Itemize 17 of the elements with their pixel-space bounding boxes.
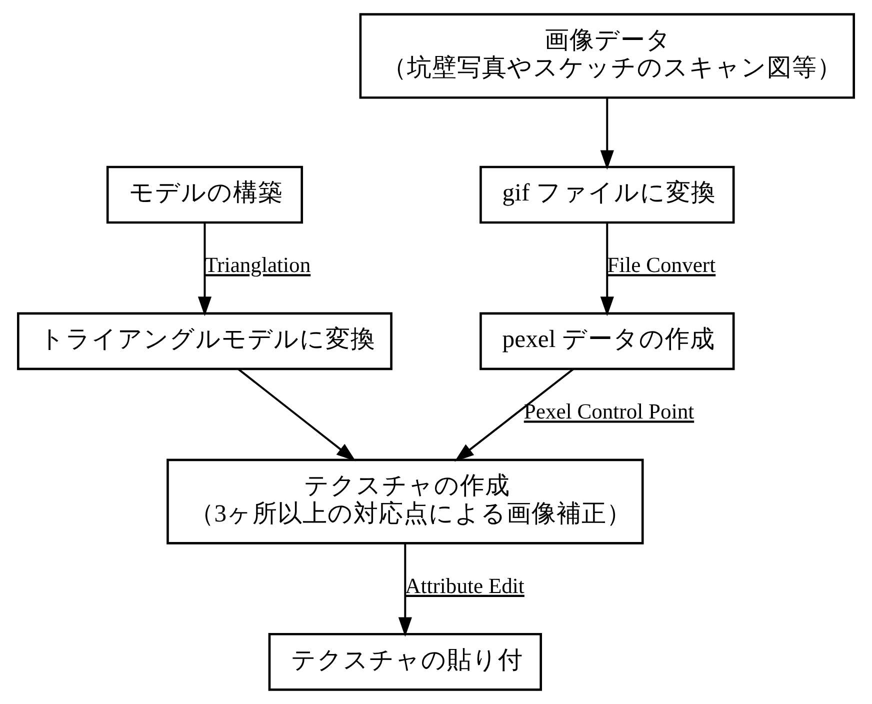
arrow [600, 98, 614, 170]
arrow [600, 222, 614, 316]
node-box: テクスチャの作成 （3ヶ所以上の対応点による画像補正） [166, 458, 644, 544]
arrow [454, 368, 574, 462]
edge-label: Trianglation [204, 253, 311, 278]
arrow [238, 368, 356, 462]
edge-label: Attribute Edit [405, 574, 524, 598]
node-box: モデルの構築 [106, 166, 304, 224]
arrow [198, 222, 212, 316]
node-box: pexel データの作成 [480, 312, 735, 370]
node-box: 画像データ （坑壁写真やスケッチのスキャン図等） [359, 13, 855, 99]
node-box: テクスチャの貼り付 [268, 633, 542, 691]
node-box: トライアングルモデルに変換 [17, 312, 392, 370]
node-box: gif ファイルに変換 [480, 166, 735, 224]
arrow [398, 543, 412, 637]
edge-label: Pexel Control Point [524, 400, 694, 424]
edge-label: File Convert [607, 253, 716, 278]
